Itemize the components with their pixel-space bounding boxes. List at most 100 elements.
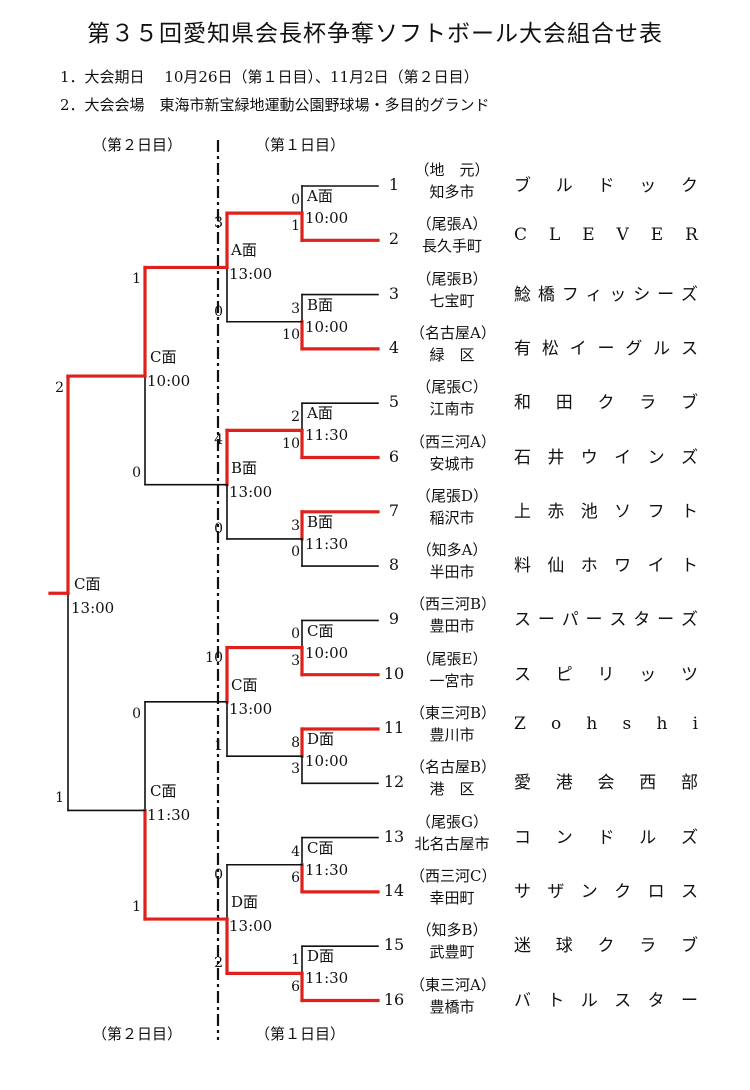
team-row: 16（東三河A）豊橋市バトルスター bbox=[0, 976, 750, 1034]
team-name-char: ブ bbox=[681, 393, 698, 414]
team-number: 6 bbox=[388, 446, 400, 466]
team-name-char: ピ bbox=[555, 664, 573, 685]
team-name-char: ル bbox=[653, 338, 671, 359]
r2-field: A面 bbox=[231, 241, 257, 260]
r1-score-bottom: 0 bbox=[291, 544, 300, 561]
team-row: 1（地 元）知多市ブルドック bbox=[0, 161, 750, 219]
team-name-char: ク bbox=[681, 176, 698, 196]
team-name-char: E bbox=[582, 225, 595, 246]
team-name-char: リ bbox=[597, 664, 615, 685]
team-name-char: ン bbox=[647, 447, 665, 468]
r1-field: C面 bbox=[307, 838, 334, 857]
team-number: 8 bbox=[388, 555, 400, 575]
team-name-char: 松 bbox=[541, 338, 559, 359]
team-name: 鯰橋フィッシーズ bbox=[514, 280, 698, 305]
r1-field: B面 bbox=[307, 512, 334, 531]
team-city: 豊川市 bbox=[429, 726, 475, 744]
r1-field: C面 bbox=[307, 621, 334, 640]
r2-time: 13:00 bbox=[229, 482, 273, 501]
team-name-char: イ bbox=[569, 338, 587, 359]
team-name-char: 愛 bbox=[514, 773, 531, 794]
r1-field: D面 bbox=[307, 947, 335, 966]
team-name-char: ズ bbox=[680, 610, 698, 631]
team-row: 5（尾張C）江南市和田クラブ bbox=[0, 378, 750, 436]
team-number: 7 bbox=[388, 500, 400, 520]
team-row: 14（西三河C）幸田町サザンクロス bbox=[0, 867, 750, 925]
team-name-char: ッ bbox=[639, 176, 657, 196]
team-region: （名古屋A） bbox=[410, 323, 496, 342]
team-name-char: ト bbox=[547, 990, 565, 1011]
team-name-char: ー bbox=[597, 338, 615, 359]
team-name-char: タ bbox=[633, 610, 651, 631]
team-region: （知多A） bbox=[416, 541, 488, 560]
team-name-char: 有 bbox=[514, 338, 531, 359]
day2-label-top: （第２日目） bbox=[92, 136, 183, 154]
team-name-char: E bbox=[650, 225, 664, 246]
team-number: 14 bbox=[383, 880, 405, 900]
team-number: 3 bbox=[388, 283, 400, 303]
info-dates: 1．大会期日 10月26日（第１日目）、11月2日（第２日目） bbox=[60, 68, 479, 86]
team-name-char: 料 bbox=[514, 556, 531, 577]
team-name: 有松イーグルス bbox=[514, 334, 698, 359]
team-region: （尾張A） bbox=[416, 215, 488, 234]
team-name-char: バ bbox=[514, 990, 531, 1011]
team-name-char: 田 bbox=[555, 393, 573, 414]
team-row: 3（尾張B）七宝町鯰橋フィッシーズ bbox=[0, 270, 750, 328]
r1-score-top: 3 bbox=[291, 300, 300, 317]
team-number: 4 bbox=[388, 337, 400, 357]
r1-score-bottom: 3 bbox=[291, 761, 300, 778]
team-city: 七宝町 bbox=[429, 291, 475, 310]
team-name-char: ツ bbox=[681, 664, 698, 685]
r1-score-top: 8 bbox=[291, 735, 300, 751]
r1-score-top: 1 bbox=[291, 952, 300, 969]
r1-score-bottom: 6 bbox=[291, 869, 300, 886]
team-region: （西三河C） bbox=[410, 866, 497, 885]
team-name-char: ン bbox=[555, 827, 573, 848]
info-venue: 2．大会会場 東海市新宝緑地運動公園野球場・多目的グランド bbox=[60, 96, 490, 114]
team-name: スーパースターズ bbox=[514, 605, 698, 630]
team-name-char: 迷 bbox=[514, 936, 531, 957]
team-name-char: 球 bbox=[555, 936, 573, 957]
team-name-char: タ bbox=[647, 990, 665, 1011]
team-name-char: ー bbox=[585, 610, 603, 631]
team-region: （東三河A） bbox=[410, 975, 496, 994]
semi-time: 11:30 bbox=[147, 806, 191, 825]
team-name-char: ワ bbox=[614, 556, 632, 577]
team-name-char: 上 bbox=[514, 501, 531, 522]
team-name-char: ウ bbox=[580, 447, 598, 468]
r2-score-bottom: 1 bbox=[214, 738, 223, 755]
team-name-char: ロ bbox=[647, 881, 665, 902]
team-city: 豊田市 bbox=[429, 617, 475, 636]
team-name: ブルドック bbox=[514, 171, 698, 196]
team-name-char: ス bbox=[680, 881, 698, 902]
team-region: （尾張C） bbox=[416, 378, 488, 397]
team-name-char: 和 bbox=[514, 393, 531, 414]
team-name-char: R bbox=[685, 225, 698, 246]
team-row: 4（名古屋A）緑 区有松イーグルス bbox=[0, 324, 750, 382]
final-score-bottom: 1 bbox=[55, 790, 64, 807]
team-name-char: ク bbox=[614, 881, 632, 902]
team-name-char: ル bbox=[580, 990, 598, 1011]
team-number: 5 bbox=[388, 392, 400, 412]
team-name: サザンクロス bbox=[514, 877, 698, 902]
team-name: スピリッツ bbox=[514, 660, 698, 685]
team-city: 武豊町 bbox=[429, 943, 475, 962]
team-name-char: 仙 bbox=[547, 556, 565, 577]
team-city: 豊橋市 bbox=[429, 997, 475, 1016]
team-number: 1 bbox=[388, 175, 400, 194]
team-region: （西三河B） bbox=[410, 595, 497, 614]
r1-time: 11:30 bbox=[305, 860, 349, 879]
team-name-char: 石 bbox=[514, 447, 531, 468]
final-field: C面 bbox=[74, 575, 101, 594]
r2-time: 13:00 bbox=[229, 699, 273, 718]
team-name-char: ド bbox=[597, 827, 615, 848]
semi-score-bottom: 0 bbox=[132, 464, 141, 481]
team-name-char: ソ bbox=[614, 501, 632, 522]
r1-score-top: 4 bbox=[291, 843, 300, 860]
page-title: 第３５回愛知県会長杯争奪ソフトボール大会組合せ表 bbox=[87, 21, 663, 47]
team-row: 13（尾張G）北名古屋市コンドルズ bbox=[0, 813, 750, 871]
semi-field: C面 bbox=[150, 782, 177, 801]
team-name-char: ブ bbox=[681, 936, 698, 957]
